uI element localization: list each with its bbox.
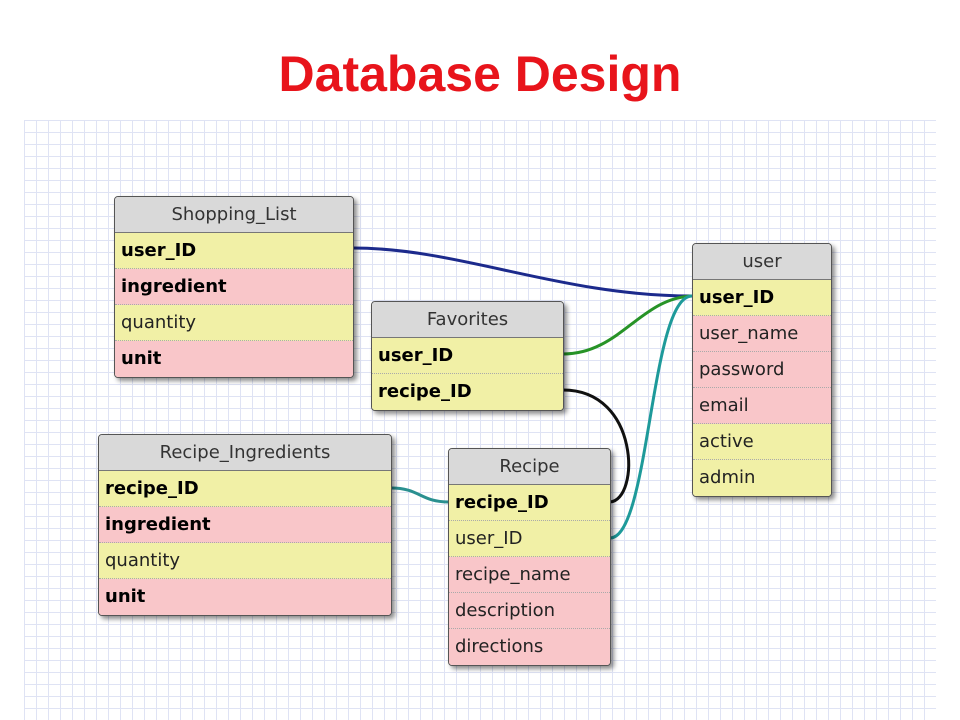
- field-user-name: user_name: [693, 316, 831, 352]
- link-recipe-user: [609, 294, 693, 540]
- link-recipe-ingredients-recipe: [390, 486, 450, 504]
- field-user-id: user_ID: [693, 280, 831, 316]
- table-favorites[interactable]: Favorites user_ID recipe_ID: [371, 301, 564, 411]
- field-ingredient: ingredient: [115, 269, 353, 305]
- field-quantity: quantity: [99, 543, 391, 579]
- table-user[interactable]: user user_ID user_name password email ac…: [692, 243, 832, 497]
- field-directions: directions: [449, 629, 610, 665]
- field-recipe-name: recipe_name: [449, 557, 610, 593]
- table-header: Recipe: [449, 449, 610, 485]
- field-active: active: [693, 424, 831, 460]
- field-email: email: [693, 388, 831, 424]
- table-header: Shopping_List: [115, 197, 353, 233]
- field-user-id: user_ID: [372, 338, 563, 374]
- field-ingredient: ingredient: [99, 507, 391, 543]
- field-admin: admin: [693, 460, 831, 496]
- field-recipe-id: recipe_ID: [99, 471, 391, 507]
- link-favorites-user: [562, 294, 693, 356]
- link-favorites-recipe: [562, 388, 631, 504]
- table-shopping-list[interactable]: Shopping_List user_ID ingredient quantit…: [114, 196, 354, 378]
- field-quantity: quantity: [115, 305, 353, 341]
- field-user-id: user_ID: [449, 521, 610, 557]
- table-recipe[interactable]: Recipe recipe_ID user_ID recipe_name des…: [448, 448, 611, 666]
- table-recipe-ingredients[interactable]: Recipe_Ingredients recipe_ID ingredient …: [98, 434, 392, 616]
- link-shopping-list-user: [352, 246, 693, 298]
- field-password: password: [693, 352, 831, 388]
- field-unit: unit: [99, 579, 391, 615]
- field-user-id: user_ID: [115, 233, 353, 269]
- slide-title: Database Design: [278, 46, 682, 102]
- field-recipe-id: recipe_ID: [449, 485, 610, 521]
- table-header: Recipe_Ingredients: [99, 435, 391, 471]
- field-recipe-id: recipe_ID: [372, 374, 563, 410]
- field-unit: unit: [115, 341, 353, 377]
- field-description: description: [449, 593, 610, 629]
- table-header: Favorites: [372, 302, 563, 338]
- table-header: user: [693, 244, 831, 280]
